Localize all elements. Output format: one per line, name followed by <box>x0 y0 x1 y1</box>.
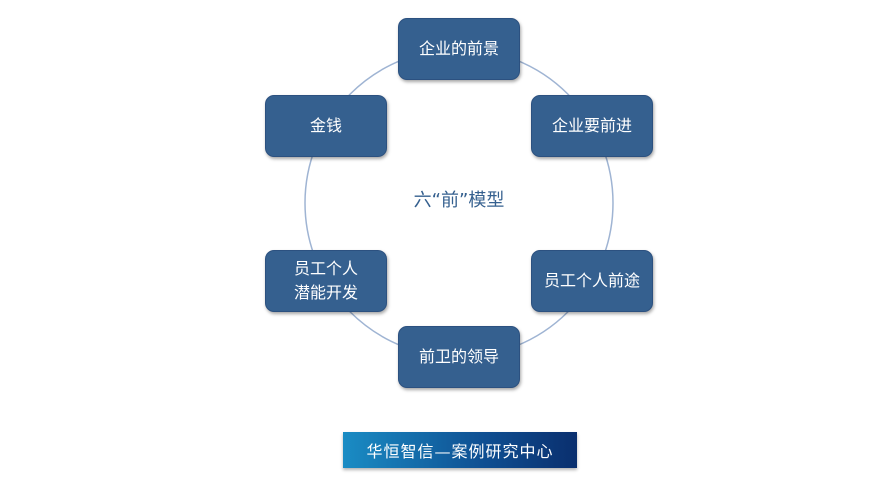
node-enterprise-advance: 企业要前进 <box>531 95 653 157</box>
node-employee-potential: 员工个人 潜能开发 <box>265 250 387 312</box>
node-employee-future: 员工个人前途 <box>531 250 653 312</box>
node-enterprise-prospect: 企业的前景 <box>398 18 520 80</box>
node-leadership: 前卫的领导 <box>398 326 520 388</box>
node-money: 金钱 <box>265 95 387 157</box>
model-title: 六“前”模型 <box>413 190 505 211</box>
footer-banner: 华恒智信—案例研究中心 <box>343 432 577 468</box>
